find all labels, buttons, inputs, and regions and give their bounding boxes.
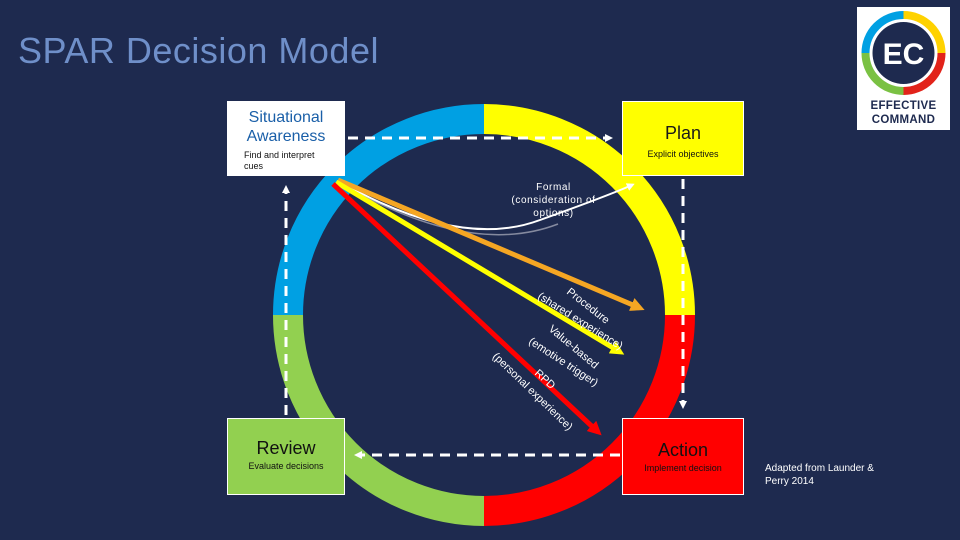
action-sub: Implement decision [644, 463, 722, 473]
action-box: Action Implement decision [622, 418, 744, 495]
review-sub: Evaluate decisions [248, 461, 324, 471]
plan-sub: Explicit objectives [647, 149, 719, 159]
credit-text: Adapted from Launder & Perry 2014 [765, 463, 874, 487]
action-label: Action [657, 440, 709, 460]
logo-line-2: COMMAND [871, 114, 936, 126]
ring-segment-yellow [483, 104, 695, 316]
ec-ring-icon: EC [861, 11, 946, 95]
procedure-arrow [337, 177, 645, 311]
plan-label: Plan [664, 123, 702, 143]
effective-command-logo: EC EFFECTIVE COMMAND [857, 7, 950, 130]
review-box: Review Evaluate decisions [227, 418, 345, 495]
situational-awareness-label: Situational Awareness [246, 109, 326, 145]
plan-box: Plan Explicit objectives [622, 101, 744, 176]
formal-curve-arrow [339, 181, 635, 231]
slide-title: SPAR Decision Model [18, 30, 379, 71]
ring-segment-blue [273, 104, 485, 316]
review-label: Review [256, 438, 316, 458]
logo-initials: EC [883, 38, 925, 71]
situational-awareness-box: Situational Awareness Find and interpret… [227, 101, 345, 176]
value-based-arrow [334, 179, 625, 355]
logo-line-1: EFFECTIVE [870, 100, 937, 112]
formal-label: Formal (consideration of options) [511, 182, 596, 219]
rpd-arrow [331, 182, 602, 436]
ring-segment-green [273, 314, 485, 526]
situational-awareness-sub: Find and interpret cues [244, 150, 315, 171]
